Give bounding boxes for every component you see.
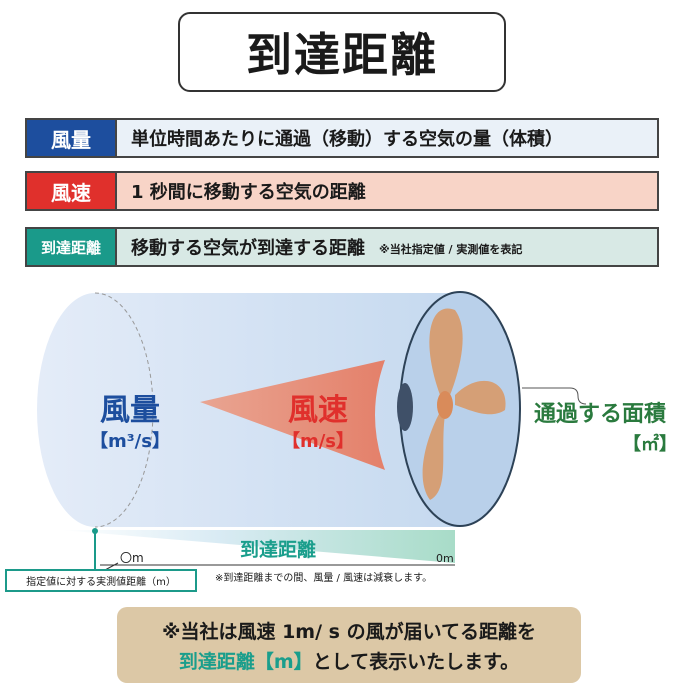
definition-row-reach-distance: 到達距離 移動する空気が到達する距離 ※当社指定値 / 実測値を表記 — [25, 227, 659, 267]
footer-note: ※当社は風速 1m/ s の風が届いてる距離を 到達距離【m】として表示いたしま… — [117, 607, 581, 683]
volume-label: 風量 — [100, 393, 160, 428]
area-label: 通過する面積 — [534, 401, 667, 427]
footer-line2: 到達距離【m】として表示いたします。 — [117, 647, 581, 677]
fan-blades-icon — [422, 308, 506, 500]
fan-hub — [437, 391, 453, 419]
page-title: 到達距離 — [178, 12, 506, 92]
measured-distance-box: 指定値に対する実測値距離（m） — [5, 569, 197, 592]
wind-speed-triangle — [200, 360, 385, 470]
airflow-description: 単位時間あたりに通過（移動）する空気の量（体積） — [115, 120, 657, 156]
definition-row-wind-speed: 風速 1 秒間に移動する空気の距離 — [25, 171, 659, 211]
footer-line2-rest: として表示いたします。 — [312, 651, 520, 673]
reach-distance-description-wrap: 移動する空気が到達する距離 ※当社指定値 / 実測値を表記 — [115, 229, 657, 265]
reach-distance-label: 到達距離 — [27, 229, 115, 265]
end-mark: 0m — [436, 552, 454, 565]
cylinder-dashed-edge — [94, 292, 154, 528]
speed-unit: 【m/s】 — [282, 431, 354, 452]
area-unit: 【㎡】 — [623, 433, 677, 455]
reach-distance-description: 移動する空気が到達する距離 — [131, 238, 365, 259]
area-bracket — [522, 387, 587, 405]
attenuation-note: ※到達距離までの間、風量 / 風速は減衰します。 — [215, 573, 433, 584]
distance-gradient — [60, 530, 455, 563]
definition-row-airflow: 風量 単位時間あたりに通過（移動）する空気の量（体積） — [25, 118, 659, 158]
distance-label: 到達距離 — [240, 538, 316, 561]
volume-unit: 【m³/s】 — [90, 431, 170, 452]
reach-distance-note: ※当社指定値 / 実測値を表記 — [379, 243, 523, 256]
speed-label: 風速 — [288, 393, 348, 428]
footer-line1: ※当社は風速 1m/ s の風が届いてる距離を — [161, 621, 536, 643]
wind-speed-label: 風速 — [27, 173, 115, 209]
footer-highlight: 到達距離【m】 — [178, 651, 313, 673]
airflow-label: 風量 — [27, 120, 115, 156]
wind-speed-description: 1 秒間に移動する空気の距離 — [115, 173, 657, 209]
fan-motor — [397, 383, 413, 431]
start-mark: 〇m — [120, 551, 144, 565]
